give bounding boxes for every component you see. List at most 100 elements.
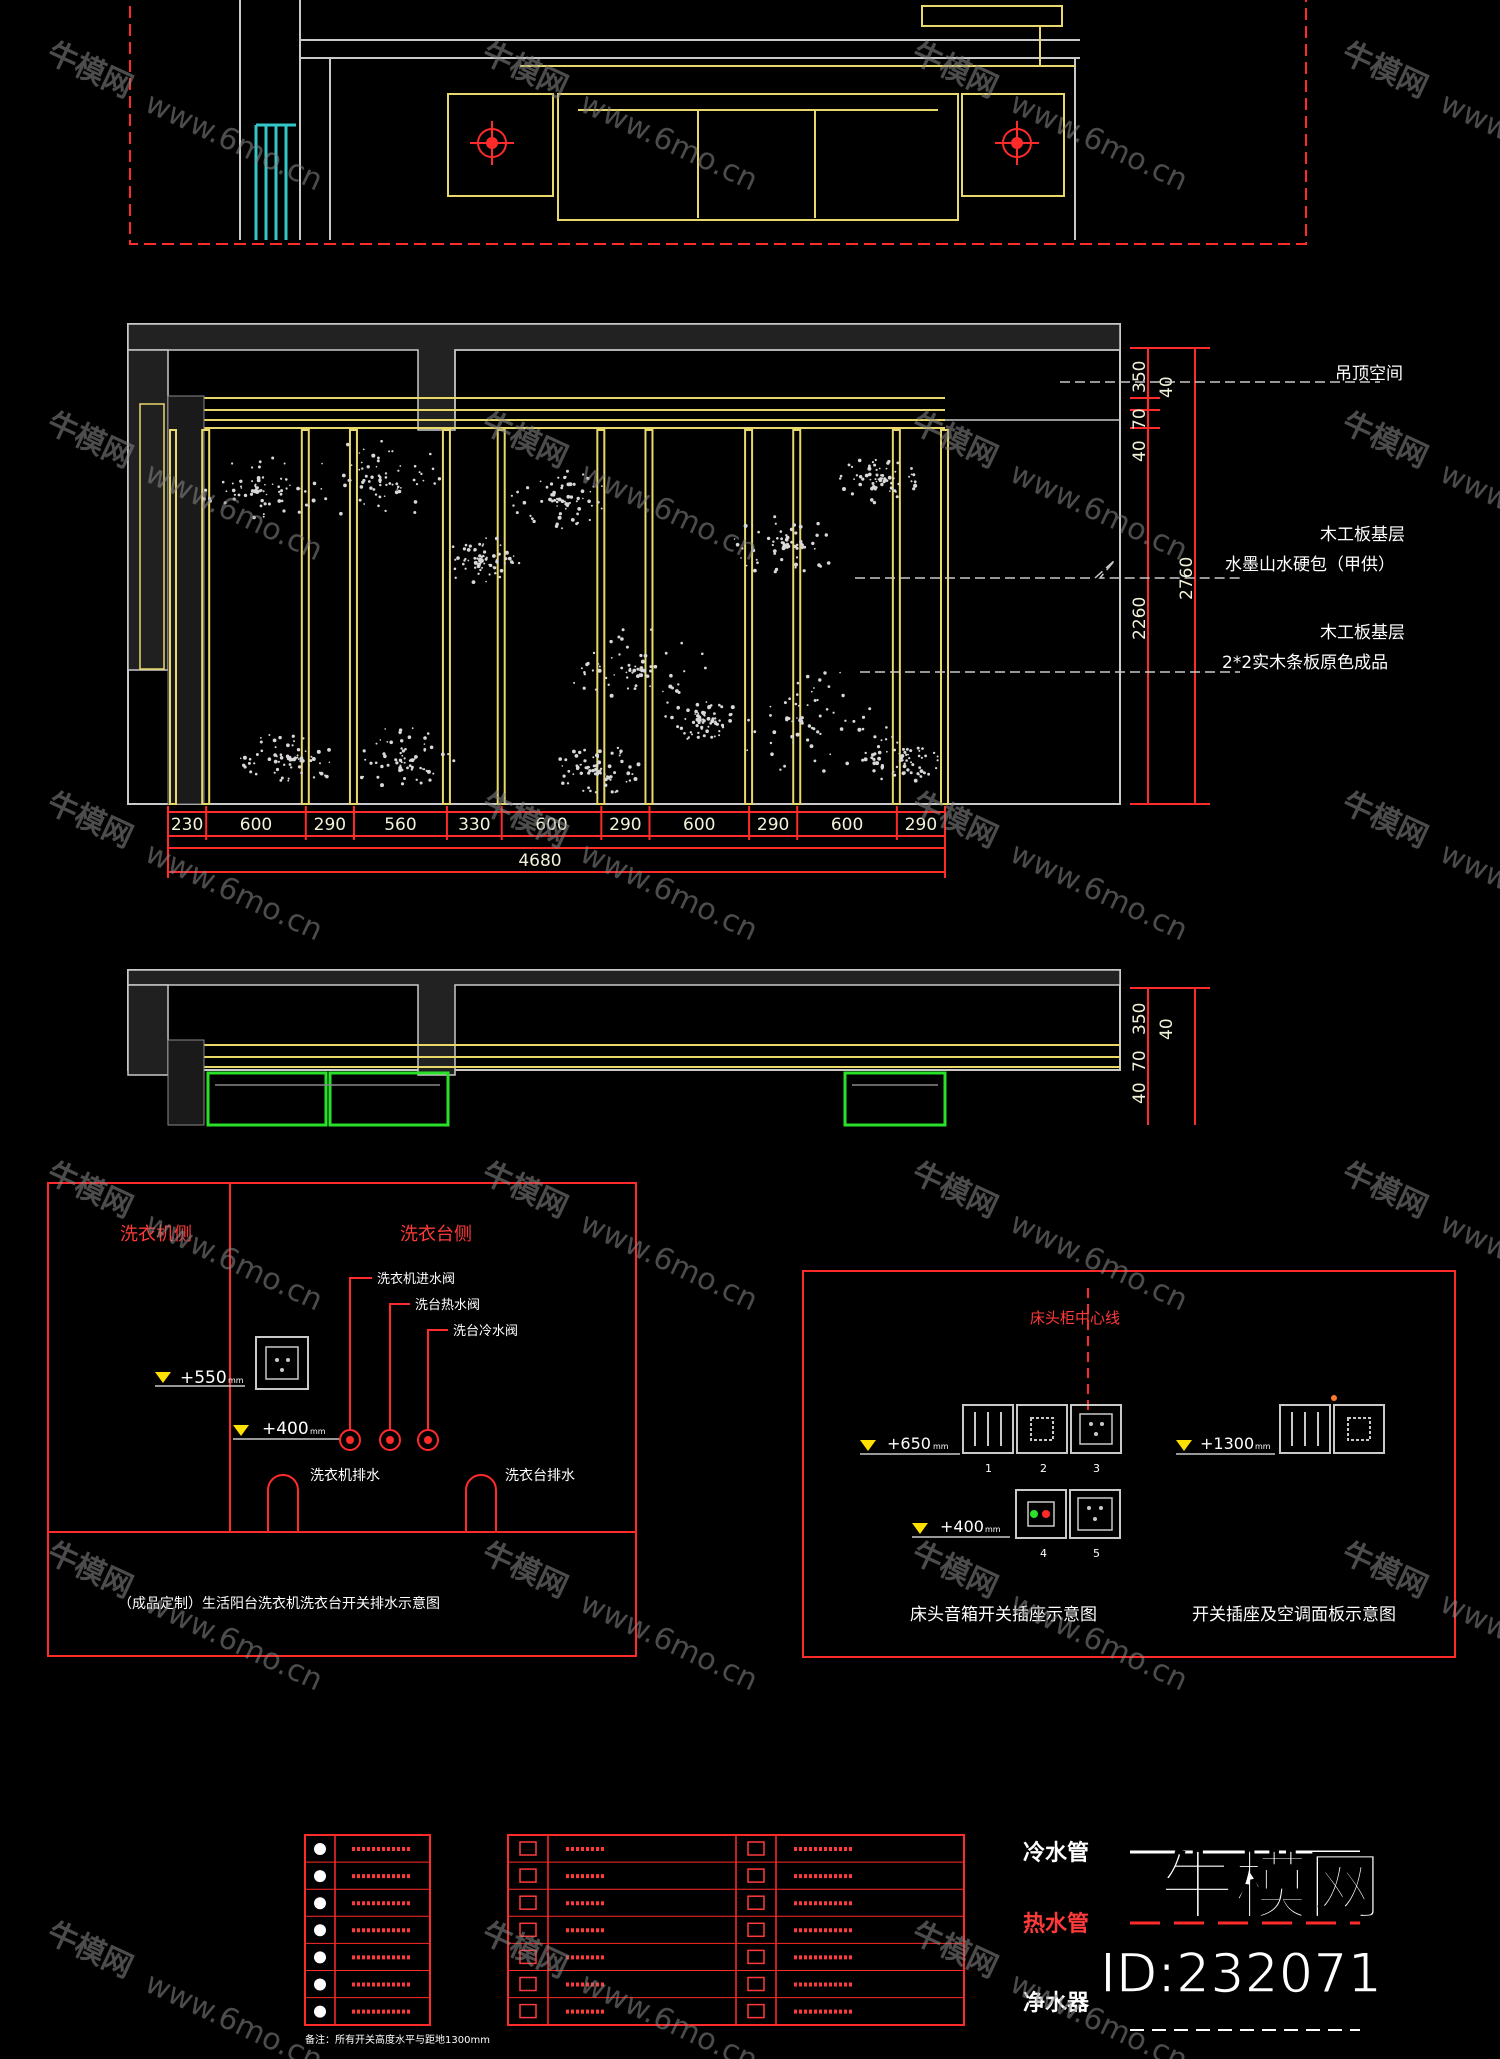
height-550: +550 (180, 1368, 227, 1388)
switch-icon (747, 1895, 765, 1910)
dim-40b: 40 (1130, 440, 1150, 462)
bulb-icon (314, 1870, 326, 1883)
socket-icon (519, 1949, 537, 1965)
pipe-hot: 热水管 (1023, 1911, 1089, 1937)
slat (744, 429, 754, 805)
pipe-cold: 冷水管 (1023, 1840, 1089, 1866)
laundry-caption: （成品定制）生活阳台洗衣机洗衣台开关排水示意图 (118, 1595, 440, 1612)
drain-icons (267, 1474, 497, 1532)
bulb-icon (314, 1924, 326, 1937)
slat (441, 429, 451, 805)
dim-label: 290 (905, 815, 937, 835)
switch-panel-icon (962, 1404, 1122, 1454)
brand-id: ID:232071 (1100, 1942, 1382, 2005)
height-400b: +400 (940, 1517, 984, 1536)
legend-table-2 (507, 1834, 965, 2026)
svg-text:牛模网: 牛模网 (42, 406, 138, 476)
total-width: 4680 (518, 851, 561, 871)
svg-text:牛模网: 牛模网 (907, 1916, 1003, 1986)
bulb-icon (314, 1897, 326, 1910)
height-marker-icon (155, 1372, 171, 1383)
svg-text:www.6mo.cn: www.6mo.cn (1435, 86, 1500, 199)
socket-icon (519, 2003, 537, 2019)
height-marker-icon (1176, 1440, 1192, 1451)
height-inner: 2260 (1130, 597, 1150, 640)
socket-icon (519, 1841, 537, 1856)
num-4: 4 (1040, 1547, 1047, 1560)
slat (348, 429, 358, 805)
note-base2: 木工板基层 (1320, 623, 1405, 643)
note-ink-panel: 水墨山水硬包（甲供） (1225, 555, 1395, 575)
unit-mm-2: mm (310, 1427, 326, 1436)
svg-text:牛模网: 牛模网 (1337, 406, 1433, 476)
dim2-70: 70 (1130, 1050, 1150, 1072)
caption-bedside: 床头音箱开关插座示意图 (910, 1605, 1097, 1625)
label-sink-side: 洗衣台侧 (400, 1224, 472, 1245)
svg-text:牛模网: 牛模网 (477, 406, 573, 476)
dim-label: 600 (683, 815, 715, 835)
svg-text:www.6mo.cn: www.6mo.cn (1435, 1586, 1500, 1699)
switch-icon (747, 1949, 765, 1965)
num-5: 5 (1093, 1547, 1100, 1560)
switch-icon (747, 2003, 765, 2019)
svg-text:牛模网: 牛模网 (1337, 36, 1433, 106)
plan-cyan-bars (254, 123, 296, 240)
svg-text:www.6mo.cn: www.6mo.cn (1435, 456, 1500, 569)
nightstand-left (447, 93, 554, 197)
bedside-diagram: 床头柜中心线 +650 mm 1 2 3 +1300 mm (802, 1270, 1456, 1658)
socket-icon (519, 1922, 537, 1938)
dim-label: 600 (831, 815, 863, 835)
svg-text:www.6mo.cn: www.6mo.cn (575, 1586, 763, 1699)
dim-label: 230 (171, 815, 203, 835)
plan-red-frame (129, 0, 1307, 245)
slat (169, 429, 177, 805)
dim2-40a: 40 (1157, 1018, 1177, 1040)
svg-text:牛模网: 牛模网 (477, 1156, 573, 1226)
note-ceiling: 吊顶空间 (1335, 364, 1403, 384)
dim2-40b: 40 (1130, 1082, 1150, 1104)
svg-text:www.6mo.cn: www.6mo.cn (140, 1206, 328, 1319)
svg-text:牛模网: 牛模网 (907, 406, 1003, 476)
ceiling-hatch (127, 323, 1121, 431)
height-marker-icon (233, 1425, 249, 1436)
svg-text:牛模网: 牛模网 (477, 1916, 573, 1986)
nightstand-right (961, 93, 1065, 197)
svg-text:www.6mo.cn: www.6mo.cn (140, 1966, 328, 2059)
svg-text:牛模网: 牛模网 (42, 786, 138, 856)
svg-text:牛模网: 牛模网 (907, 1156, 1003, 1226)
wall-outline (127, 323, 1121, 805)
svg-text:牛模网: 牛模网 (477, 786, 573, 856)
dim-350: 350 (1130, 361, 1150, 393)
svg-text:www.6mo.cn: www.6mo.cn (575, 836, 763, 949)
valve-icons (339, 1277, 448, 1451)
slat (891, 429, 901, 805)
socket-icon (255, 1336, 309, 1390)
pipe-sink-cold: 洗台冷水阀 (453, 1324, 518, 1339)
bed-plan (557, 93, 959, 221)
height-1300: +1300 (1200, 1434, 1254, 1453)
top-plan (129, 0, 1307, 245)
unit-mm-4: mm (1255, 1442, 1271, 1451)
pipe-sink-hot: 洗台热水阀 (415, 1298, 480, 1313)
right-dimensions (1130, 347, 1210, 805)
slat (201, 429, 211, 805)
label-washer-side: 洗衣机侧 (120, 1224, 192, 1245)
dim-label: 560 (384, 815, 416, 835)
svg-text:www.6mo.cn: www.6mo.cn (575, 1206, 763, 1319)
svg-text:www.6mo.cn: www.6mo.cn (1005, 1206, 1193, 1319)
svg-text:www.6mo.cn: www.6mo.cn (575, 86, 763, 199)
ink-landscape-pattern (202, 439, 939, 794)
plan-rail (921, 5, 1063, 27)
